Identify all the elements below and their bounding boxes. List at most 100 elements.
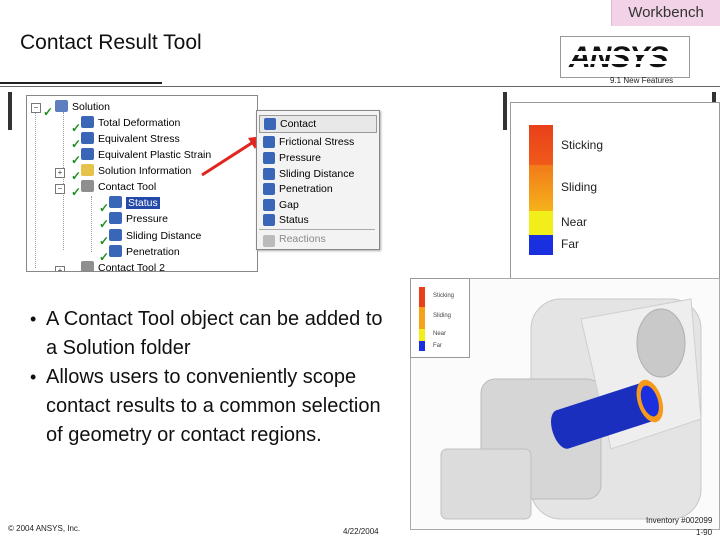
check-icon: ✓ (99, 201, 110, 215)
collapse-icon[interactable]: − (31, 103, 41, 113)
info-icon (81, 164, 94, 176)
contact-tool-icon (81, 261, 94, 271)
title-underline (0, 82, 162, 84)
legend-sticking-swatch (529, 125, 553, 165)
page-title: Contact Result Tool (20, 31, 202, 54)
menu-item-penetration[interactable]: Penetration (279, 183, 333, 195)
tree-item-solution-information[interactable]: Solution Information (81, 163, 191, 179)
result-icon (81, 132, 94, 144)
tree-item-status[interactable]: Status (109, 195, 160, 211)
check-icon: ✓ (99, 217, 110, 231)
model-viewport[interactable] (410, 278, 720, 530)
mini-legend-label: Near (433, 331, 447, 337)
menu-item-frictional-stress[interactable]: Frictional Stress (279, 136, 355, 148)
mini-legend-label: Sliding (433, 313, 452, 319)
legend-label-sticking: Sticking (561, 138, 604, 152)
tree-item-contact-tool[interactable]: Contact Tool (81, 179, 156, 195)
menu-separator (259, 229, 375, 230)
tree-guide (35, 112, 36, 268)
bracket-mid (503, 92, 507, 130)
check-icon: ✓ (71, 169, 82, 183)
menu-item-gap[interactable]: Gap (279, 199, 299, 211)
legend-far-swatch (529, 235, 553, 255)
check-icon: ✓ (71, 185, 82, 199)
page-number: 1-90 (696, 528, 713, 537)
menu-item-sliding-distance[interactable]: Sliding Distance (279, 168, 355, 180)
check-icon: ✓ (71, 137, 82, 151)
tree-item-equivalent-plastic-strain[interactable]: Equivalent Plastic Strain (81, 147, 211, 163)
result-icon (109, 196, 122, 208)
solution-icon (55, 100, 68, 112)
menu-item-icon (263, 199, 275, 211)
legend-sliding-swatch (529, 165, 553, 211)
collapse-icon[interactable]: − (55, 184, 65, 194)
logo-wordmark: ANSYS (569, 41, 668, 74)
check-icon: ✓ (43, 105, 54, 119)
copyright-text: © 2004 ANSYS, Inc. (8, 524, 81, 533)
tree-item-label: Solution Information (98, 165, 192, 177)
tree-item-label: Total Deformation (98, 117, 181, 129)
mini-legend-sticking-swatch (419, 287, 425, 307)
check-icon: ✓ (71, 121, 82, 135)
tree-item-equivalent-stress[interactable]: Equivalent Stress (81, 131, 180, 147)
tree-item-label: Sliding Distance (126, 230, 202, 242)
status-legend: Sticking Sliding Near Far (510, 102, 720, 292)
check-icon: ✓ (71, 153, 82, 167)
ansys-logo: ANSYS (560, 36, 690, 78)
tree-item-label: Contact Tool (98, 181, 157, 193)
mini-legend-label: Far (433, 343, 442, 349)
menu-item-icon (263, 152, 275, 164)
legend-label-sliding: Sliding (561, 180, 598, 194)
tree-item-label: Solution (72, 101, 110, 113)
contact-dropdown-menu[interactable]: Contact Frictional Stress Pressure Slidi… (256, 110, 380, 250)
menu-item-icon (263, 183, 275, 195)
logo-stripe (561, 61, 689, 64)
contact-model-render (440, 298, 702, 520)
expand-icon[interactable]: + (55, 168, 65, 178)
contact-menu-header[interactable]: Contact (259, 115, 377, 133)
tree-item-label: Penetration (126, 246, 180, 258)
tree-item-sliding-distance[interactable]: Sliding Distance (109, 228, 201, 244)
tree-item-label: Equivalent Stress (98, 133, 180, 145)
contact-icon (264, 118, 276, 130)
mini-legend-near-swatch (419, 329, 425, 341)
bullet-list: A Contact Tool object can be added to a … (30, 305, 390, 450)
solution-tree[interactable]: − Solution ✓ Total Deformation ✓ Equival… (26, 95, 258, 272)
tree-item-label: Pressure (126, 213, 169, 225)
menu-item-reactions: Reactions (279, 233, 326, 245)
menu-item-icon (263, 168, 275, 180)
result-icon (109, 212, 122, 224)
legend-near-swatch (529, 211, 553, 235)
check-icon: ✓ (99, 234, 110, 248)
menu-item-icon (263, 235, 275, 247)
legend-label-far: Far (561, 237, 579, 251)
tree-item-total-deformation[interactable]: Total Deformation (81, 115, 180, 131)
legend-label-near: Near (561, 215, 588, 229)
tree-item-pressure[interactable]: Pressure (109, 211, 168, 227)
menu-item-icon (263, 136, 275, 148)
tree-item-penetration[interactable]: Penetration (109, 244, 180, 260)
viewport-legend: Sticking Sliding Near Far (410, 278, 470, 358)
expand-icon[interactable]: + (55, 266, 65, 271)
result-icon (109, 229, 122, 241)
footer-date: 4/22/2004 (343, 527, 379, 536)
tree-guide (91, 196, 92, 252)
logo-stripe (561, 51, 689, 55)
tree-item-label: Equivalent Plastic Strain (98, 149, 212, 161)
bullet-item: Allows users to conveniently scope conta… (30, 363, 390, 450)
inventory-number: Inventory #002099 (646, 516, 713, 525)
mini-legend-sliding-swatch (419, 307, 425, 329)
menu-item-pressure[interactable]: Pressure (279, 152, 322, 164)
tree-item-solution[interactable]: Solution (55, 99, 110, 115)
check-icon: ✓ (99, 250, 110, 264)
tree-item-label: Contact Tool 2 (98, 262, 165, 272)
result-icon (109, 245, 122, 257)
mini-legend-far-swatch (419, 341, 425, 351)
tree-item-contact-tool-2[interactable]: Contact Tool 2 (81, 260, 165, 272)
menu-item-status[interactable]: Status (279, 214, 309, 226)
result-icon (81, 148, 94, 160)
header-divider (0, 86, 720, 87)
contact-tool-icon (81, 180, 94, 192)
menu-item-icon (263, 214, 275, 226)
workbench-badge: Workbench (611, 0, 720, 26)
